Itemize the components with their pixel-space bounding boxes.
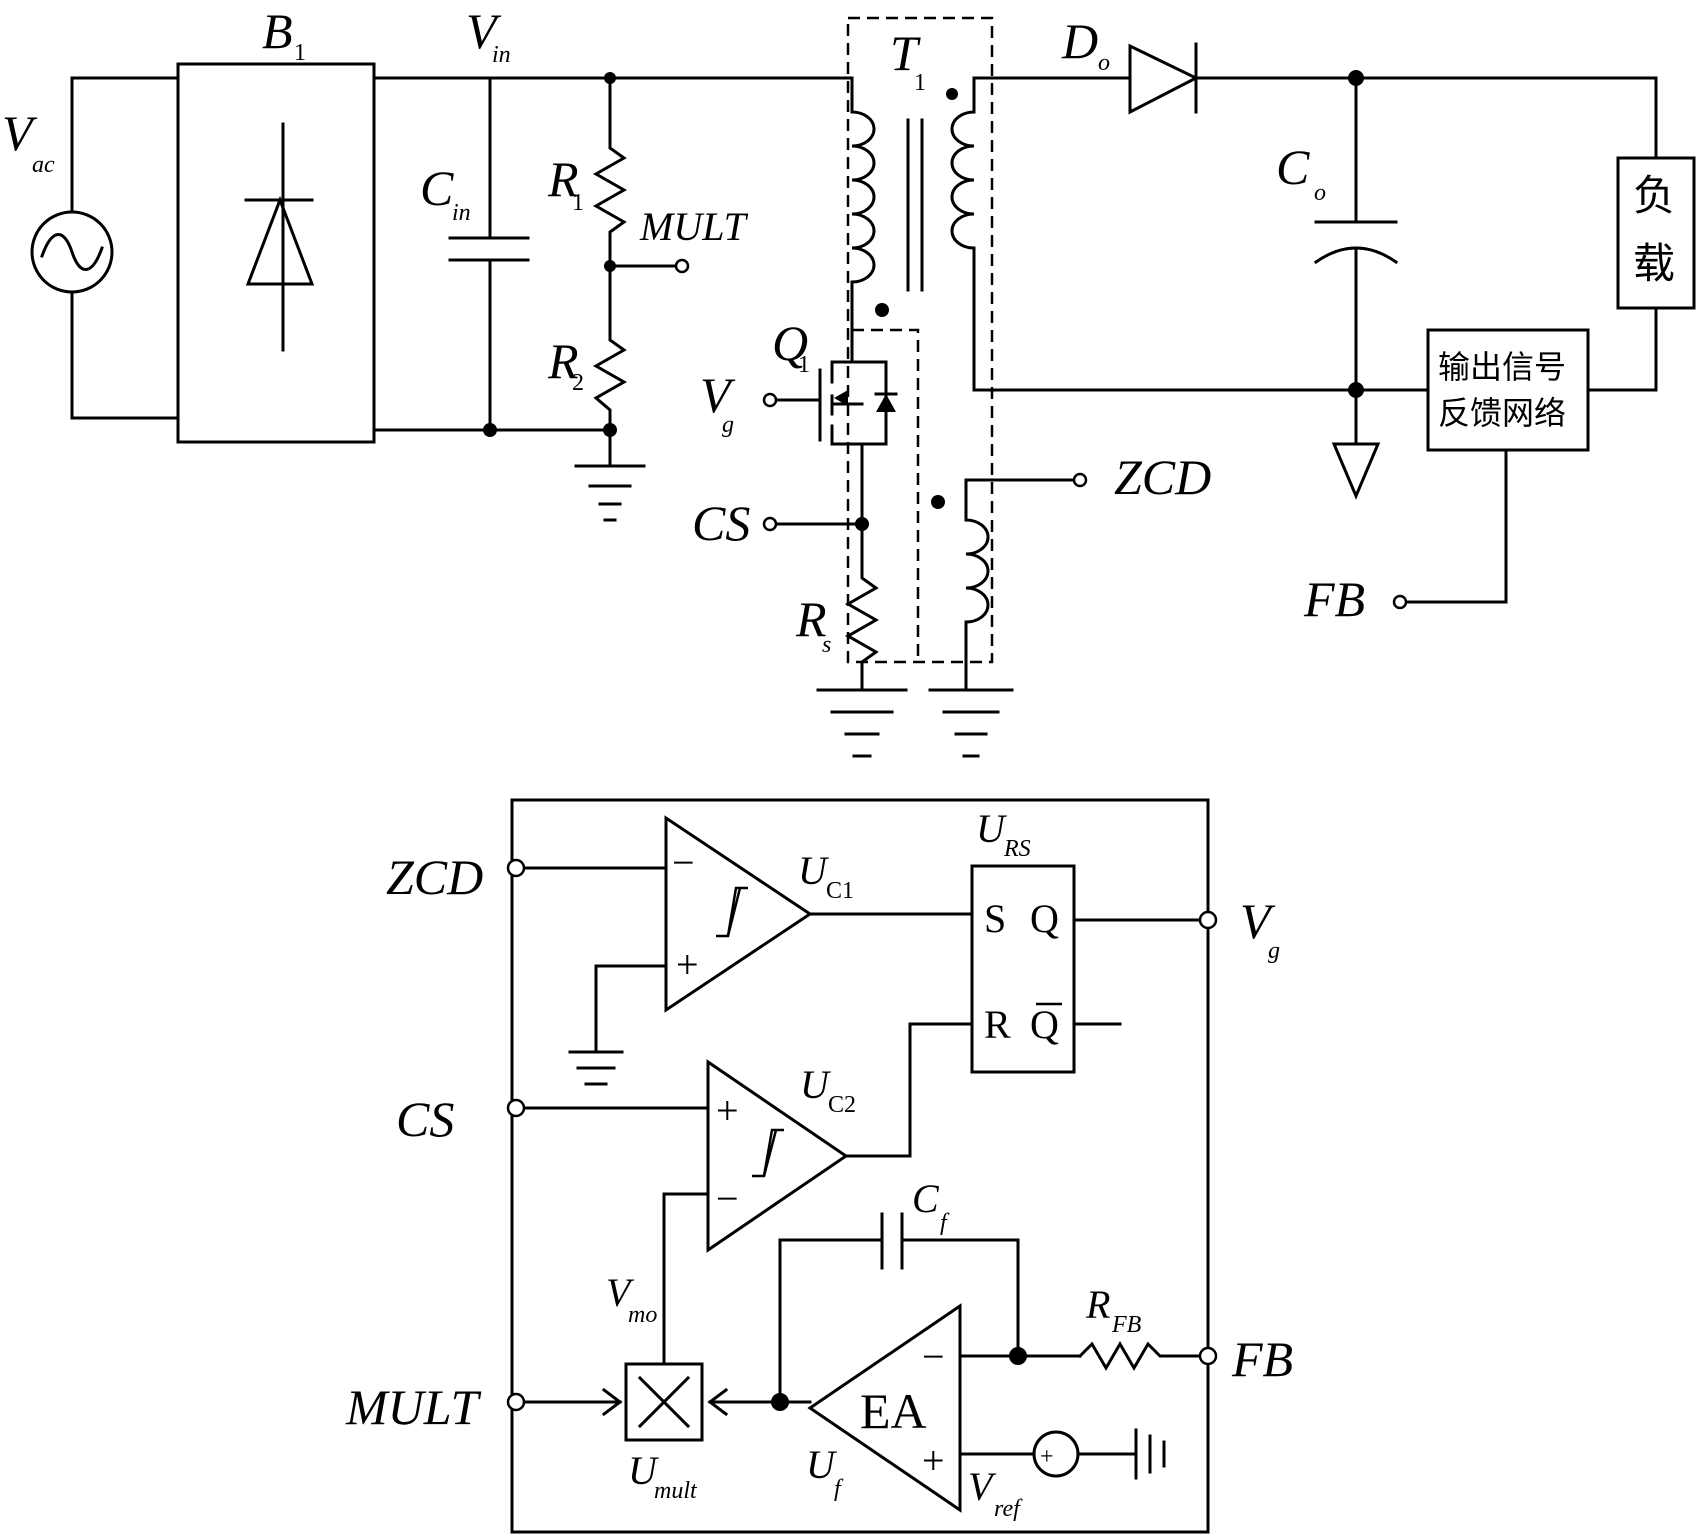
vref-sub: ref xyxy=(994,1496,1023,1522)
fb-net-label-2: 反馈网络 xyxy=(1438,394,1566,432)
output-stage xyxy=(974,44,1656,602)
fb-top-label: FB xyxy=(1303,571,1365,627)
cf-label: C xyxy=(912,1176,940,1221)
rs-sub: s xyxy=(822,632,831,658)
co-sub: o xyxy=(1314,180,1326,206)
b1-label: B xyxy=(262,3,293,59)
mult-top-label: MULT xyxy=(639,204,749,249)
do-sub: o xyxy=(1098,50,1110,76)
r-pin: R xyxy=(984,1002,1011,1047)
ground-left xyxy=(576,430,644,520)
ea-plus: + xyxy=(922,1438,945,1483)
load-label-1: 负 xyxy=(1633,171,1675,220)
cs-top-label: CS xyxy=(692,495,750,551)
input-bus xyxy=(374,72,852,437)
zcd-plus: + xyxy=(676,942,699,987)
mult-ic-label: MULT xyxy=(345,1379,482,1435)
vref-label: V xyxy=(968,1464,997,1509)
zcd-terminal-top[interactable] xyxy=(1074,474,1086,486)
q-pin: Q xyxy=(1030,896,1059,941)
cf-sub: f xyxy=(940,1210,950,1236)
do-label: D xyxy=(1061,13,1098,69)
vg-ic-sub: g xyxy=(1268,938,1280,964)
cin-capacitor xyxy=(450,78,528,430)
vac-sub: ac xyxy=(32,152,55,178)
vg-pin[interactable] xyxy=(1200,912,1216,928)
fb-net-label-1: 输出信号 xyxy=(1438,348,1566,386)
vmo-sub: mo xyxy=(628,1302,657,1328)
zcd-ic-label: ZCD xyxy=(386,849,483,905)
co-label: C xyxy=(1276,139,1310,195)
cs-ic-label: CS xyxy=(396,1091,454,1147)
transformer-t1 xyxy=(848,18,1074,690)
ea-minus: − xyxy=(922,1334,945,1379)
vg-terminal-top[interactable] xyxy=(764,394,776,406)
cin-label: C xyxy=(420,160,454,216)
multiplier xyxy=(524,1364,810,1440)
cs-plus: + xyxy=(716,1088,739,1133)
mult-terminal-top[interactable] xyxy=(676,260,688,272)
rfb-label: R xyxy=(1085,1282,1110,1327)
t1-sub: 1 xyxy=(914,70,926,96)
urs-sub: RS xyxy=(1003,836,1031,862)
cs-terminal-top[interactable] xyxy=(764,518,776,530)
uc2-sub: C2 xyxy=(828,1092,856,1118)
ac-source xyxy=(32,78,178,418)
vref-source-plus: + xyxy=(1040,1444,1054,1470)
load-label-2: 载 xyxy=(1633,239,1675,288)
qbar-pin: Q xyxy=(1030,1002,1059,1047)
r1-r2-divider xyxy=(596,78,676,430)
mult-pin[interactable] xyxy=(508,1394,524,1410)
r1-sub: 1 xyxy=(572,190,584,216)
zcd-pin[interactable] xyxy=(508,860,524,876)
cs-pin[interactable] xyxy=(508,1100,524,1116)
q1-sub: 1 xyxy=(798,352,810,378)
vin-sub: in xyxy=(492,42,511,68)
cs-minus: − xyxy=(716,1176,739,1221)
zcd-comparator xyxy=(524,818,972,1084)
uf-sub: f xyxy=(834,1476,844,1502)
r2-sub: 2 xyxy=(572,370,584,396)
fb-terminal-top[interactable] xyxy=(1394,596,1406,608)
vg-top-sub: g xyxy=(722,412,734,438)
cin-sub: in xyxy=(452,200,471,226)
b1-sub: 1 xyxy=(294,40,306,66)
fb-ic-label: FB xyxy=(1231,1331,1293,1387)
ground-aux xyxy=(930,690,1012,756)
rfb-sub: FB xyxy=(1111,1312,1142,1338)
bridge-rectifier xyxy=(178,64,374,442)
fb-pin[interactable] xyxy=(1200,1348,1216,1364)
zcd-minus: − xyxy=(672,840,695,885)
ea-label: EA xyxy=(860,1383,927,1439)
s-pin: S xyxy=(984,896,1006,941)
zcd-top-label: ZCD xyxy=(1114,449,1211,505)
umult-sub: mult xyxy=(654,1478,698,1504)
uc1-sub: C1 xyxy=(826,878,854,904)
